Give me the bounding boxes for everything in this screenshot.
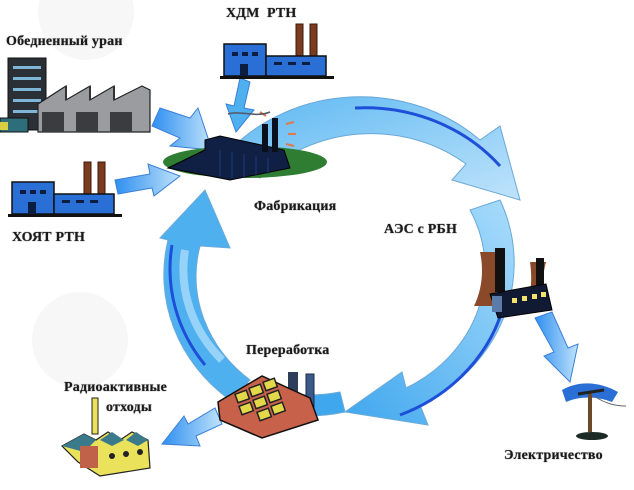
electricity-pylon-icon <box>562 383 627 440</box>
npp-fast-reactor-icon <box>474 248 553 319</box>
radioactive-waste-facility-icon <box>61 397 151 477</box>
label-radioactive-waste-line1: Радиоактивные <box>64 380 168 395</box>
arrow-hdm-to-fabrication <box>225 77 255 134</box>
cycle-arrow-reprocessing-to-fabrication <box>159 189 251 401</box>
depleted-uranium-facility-icon <box>0 57 151 133</box>
hdm-rtn-factory-icon <box>220 23 334 79</box>
arrow-hoyat-to-fabrication <box>114 163 182 197</box>
hoyat-rtn-factory-icon <box>8 161 122 217</box>
label-radioactive-waste-line2: отходы <box>106 400 152 415</box>
arrow-reprocessing-to-waste <box>161 407 223 447</box>
cycle-arrow-fabrication-to-npp <box>229 96 521 201</box>
arrow-depleted-uranium-to-fabrication <box>151 106 213 151</box>
reprocessing-plant-icon <box>217 372 319 439</box>
label-fabrication: Фабрикация <box>254 199 337 214</box>
arrow-npp-to-electricity <box>534 311 579 384</box>
label-hoyat-rtn: ХОЯТ РТН <box>12 230 86 245</box>
label-hdm-rtn: ХДМ РТН <box>226 6 297 21</box>
label-electricity: Электричество <box>504 448 603 463</box>
label-npp-fast-reactor: АЭС с РБН <box>384 222 458 237</box>
label-reprocessing: Переработка <box>246 343 330 358</box>
label-depleted-uranium: Обедненный уран <box>6 34 123 49</box>
watermark-circle-left <box>32 292 128 388</box>
fabrication-plant-icon <box>163 111 327 181</box>
